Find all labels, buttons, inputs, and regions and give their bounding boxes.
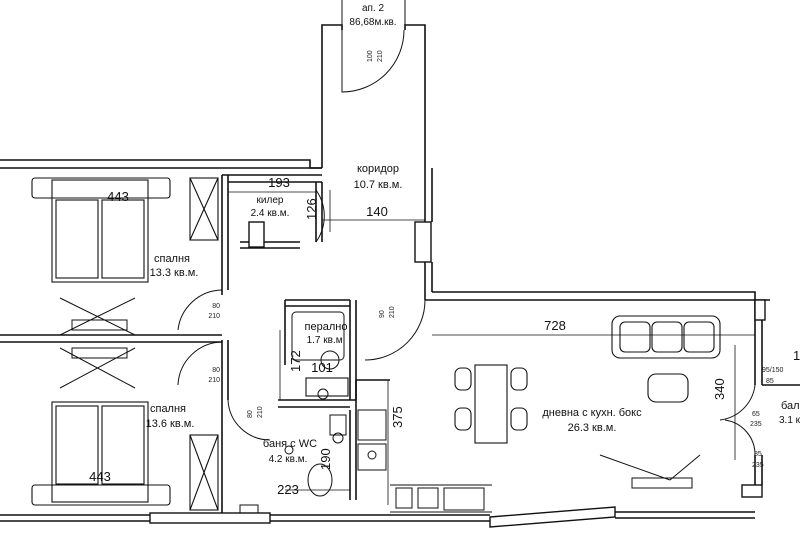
door-balcony1-w: 95/150 <box>762 367 784 374</box>
balcony-name: бал <box>781 400 800 412</box>
dim-bath-height: 375 <box>390 406 405 428</box>
bathroom-area: 4.2 кв.м. <box>269 454 308 465</box>
dim-pantry-height: 126 <box>304 198 319 220</box>
dim-corridor-width: 140 <box>366 204 388 219</box>
walls <box>0 24 800 522</box>
door-bed1-w: 80 <box>212 303 220 310</box>
apartment-name: ап. 2 <box>362 3 385 14</box>
door-corridor-w: 90 <box>379 310 386 318</box>
dimension-lines <box>228 190 755 505</box>
bedroom1-name: спалня <box>154 253 190 265</box>
pantry-area: 2.4 кв.м. <box>251 208 290 219</box>
kitchen <box>357 409 492 513</box>
laundry-area: 1.7 кв.м. <box>307 335 346 346</box>
door-bed1-h: 210 <box>208 313 220 320</box>
door-balcony2-h: 235 <box>750 421 762 428</box>
door-bath-h: 210 <box>257 406 264 418</box>
corridor-name: коридор <box>357 163 399 175</box>
dim-laundry-width: 101 <box>311 360 333 375</box>
door-entry-w: 100 <box>367 50 374 62</box>
dim-living-width: 728 <box>544 318 566 333</box>
corridor-area: 10.7 кв.м. <box>354 179 403 191</box>
wardrobes <box>189 177 349 511</box>
pantry-name: килер <box>257 195 284 206</box>
dim-laundry-height: 172 <box>288 350 303 372</box>
dim-bath-width: 223 <box>277 482 299 497</box>
living-furniture <box>454 315 721 444</box>
beds <box>31 177 171 506</box>
apartment-area: 86,68м.кв. <box>349 17 396 28</box>
bedroom-windows <box>59 297 701 489</box>
dim-living-height: 340 <box>712 378 727 400</box>
living-name: дневна с кухн. бокс <box>542 407 642 419</box>
laundry-name: перално <box>305 321 348 333</box>
door-balcony2-w: 65 <box>752 411 760 418</box>
door-balcony1-h: 85 <box>766 378 774 385</box>
dim-bath-wc: 190 <box>318 448 333 470</box>
exterior-windows <box>149 221 766 528</box>
bedroom2-name: спалня <box>150 403 186 415</box>
door-entry-h: 210 <box>377 50 384 62</box>
living-area: 26.3 кв.м. <box>568 422 617 434</box>
dim-edge-right: 1 <box>793 348 800 363</box>
door-bath-w: 80 <box>247 410 254 418</box>
door-swings <box>177 29 756 456</box>
dim-bedroom2-width: 443 <box>89 469 111 484</box>
bathroom-fixtures <box>239 311 347 514</box>
bedroom1-area: 13.3 кв.м. <box>150 267 199 279</box>
balcony-area: 3.1 к <box>779 415 800 426</box>
door-bed2-w: 80 <box>212 367 220 374</box>
door-balcony3-h: 235 <box>752 462 764 469</box>
door-bed2-h: 210 <box>208 377 220 384</box>
dim-bedroom1-width: 443 <box>107 189 129 204</box>
bathroom-name: баня с WC <box>263 438 317 450</box>
door-corridor-h: 210 <box>389 306 396 318</box>
bedroom2-area: 13.6 кв.м. <box>146 418 195 430</box>
door-balcony3-w: 85 <box>754 451 762 458</box>
dim-pantry-width: 193 <box>268 175 290 190</box>
